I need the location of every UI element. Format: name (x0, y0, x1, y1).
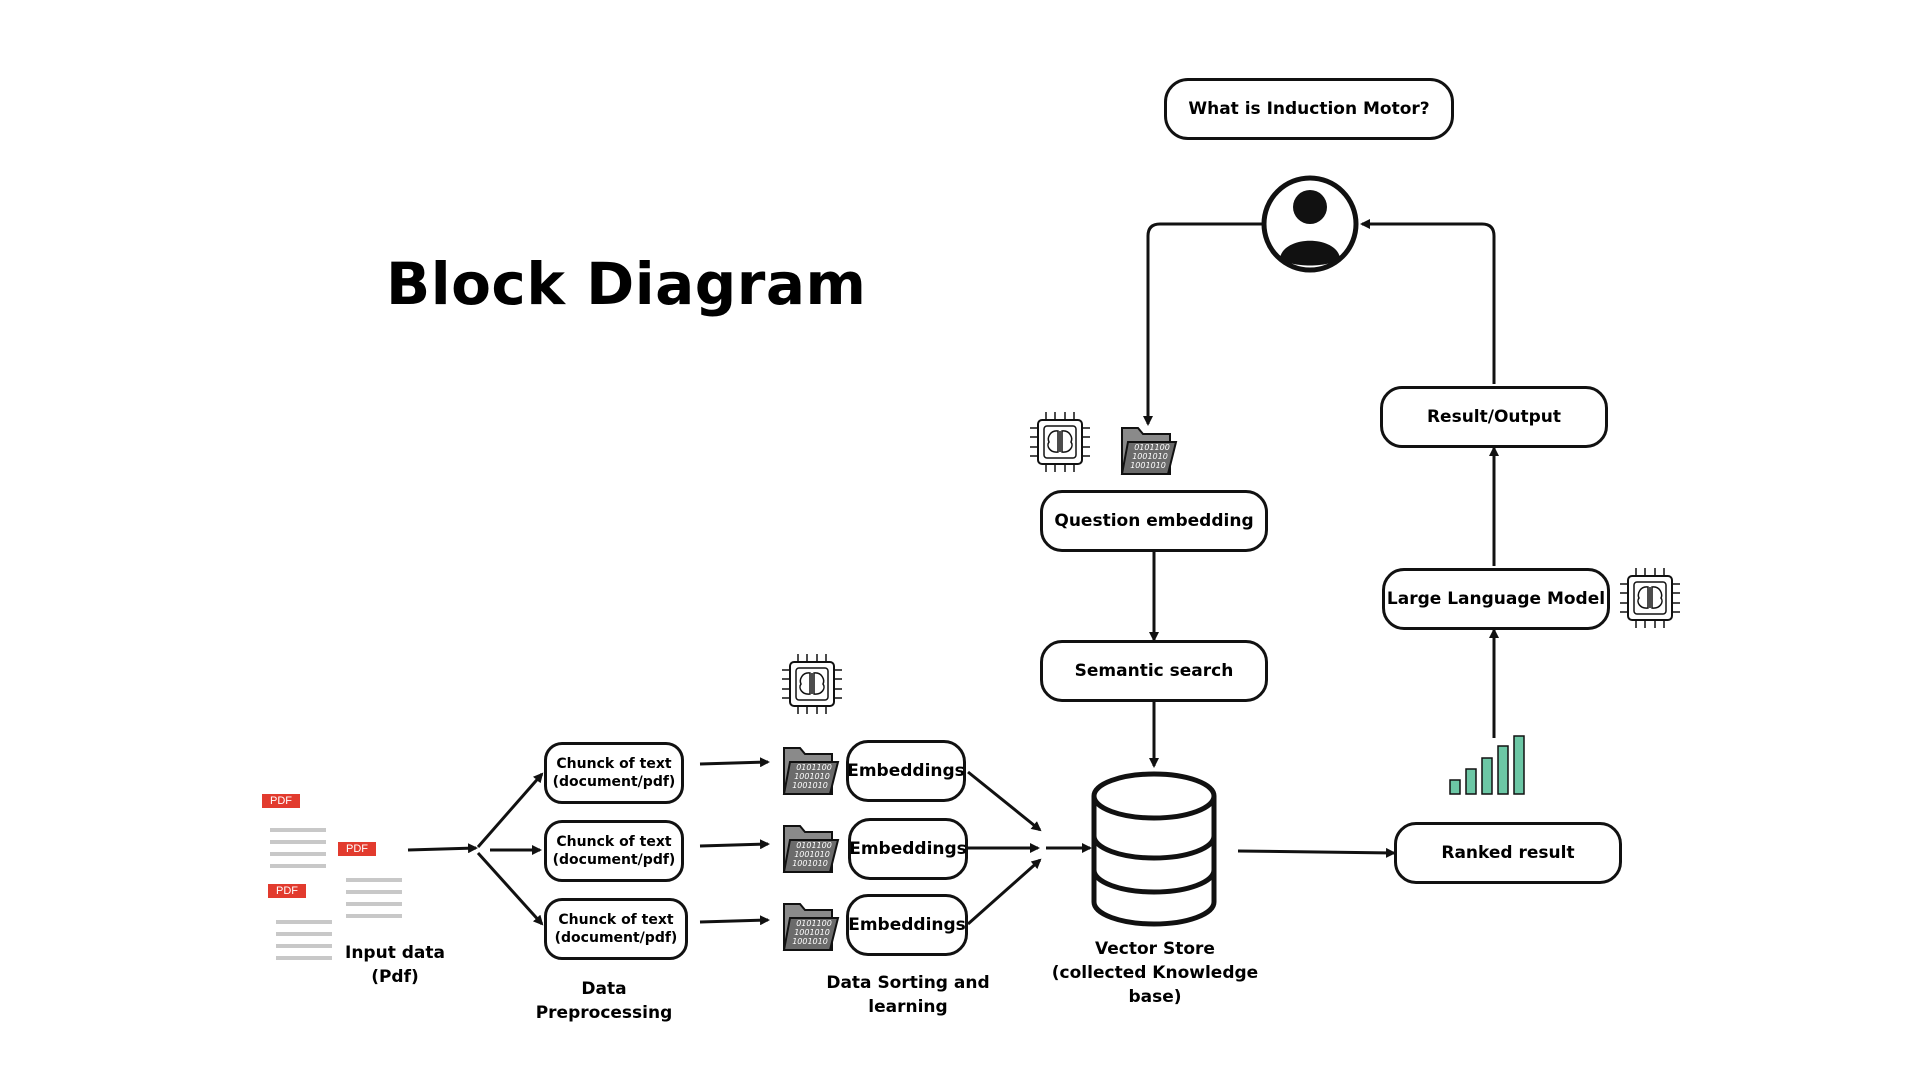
svg-text:1001010: 1001010 (792, 937, 828, 946)
page-title: Block Diagram (386, 250, 867, 318)
question-embedding-box: Question embedding (1040, 490, 1268, 552)
binary-folder-icon: 0101100 1001010 1001010 (783, 825, 839, 873)
embeddings-box: Embeddings (846, 740, 966, 802)
svg-text:1001010: 1001010 (794, 772, 830, 781)
connector-result-to-user (1360, 219, 1496, 384)
ai-brain-chip-icon (1619, 567, 1681, 629)
result-output-box: Result/Output (1380, 386, 1608, 448)
bar-chart-icon (1449, 735, 1525, 795)
svg-text:1001010: 1001010 (794, 928, 830, 937)
svg-text:1001010: 1001010 (792, 859, 828, 868)
connector-input-to-split (407, 843, 478, 854)
binary-folder-icon: 0101100 1001010 1001010 (1121, 427, 1177, 475)
data-preprocessing-label: Data Preprocessing (535, 979, 673, 1023)
query-box: What is Induction Motor? (1164, 78, 1454, 140)
database-icon (1091, 771, 1217, 927)
binary-folder-icon: 0101100 1001010 1001010 (783, 903, 839, 951)
ai-brain-chip-icon (781, 653, 843, 715)
input-data-label: Input data (Pdf) (345, 943, 445, 987)
text-chunk-box: Chunck of text (document/pdf) (544, 898, 688, 960)
large-language-model-box: Large Language Model (1382, 568, 1610, 630)
svg-text:1001010: 1001010 (1132, 452, 1168, 461)
user-icon (1261, 175, 1359, 273)
semantic-search-box: Semantic search (1040, 640, 1268, 702)
svg-text:0101100: 0101100 (796, 841, 832, 850)
embeddings-box: Embeddings (848, 818, 968, 880)
connector-user-to-question (1143, 222, 1262, 426)
svg-text:1001010: 1001010 (792, 781, 828, 790)
text-chunk-box: Chunck of text (document/pdf) (544, 742, 684, 804)
ai-brain-chip-icon (1029, 411, 1091, 473)
connector-store-to-ranked (1237, 847, 1396, 858)
binary-folder-icon: 0101100 1001010 1001010 (783, 747, 839, 795)
svg-text:1001010: 1001010 (794, 850, 830, 859)
ranked-result-box: Ranked result (1394, 822, 1622, 884)
embeddings-box: Embeddings (846, 894, 968, 956)
svg-text:0101100: 0101100 (796, 919, 832, 928)
data-sorting-label: Data Sorting and learning (826, 973, 990, 1017)
svg-text:0101100: 0101100 (1134, 443, 1170, 452)
text-chunk-box: Chunck of text (document/pdf) (544, 820, 684, 882)
svg-text:1001010: 1001010 (1130, 461, 1166, 470)
vector-store-label: Vector Store (collected Knowledge base) (1051, 939, 1259, 1007)
svg-text:0101100: 0101100 (796, 763, 832, 772)
